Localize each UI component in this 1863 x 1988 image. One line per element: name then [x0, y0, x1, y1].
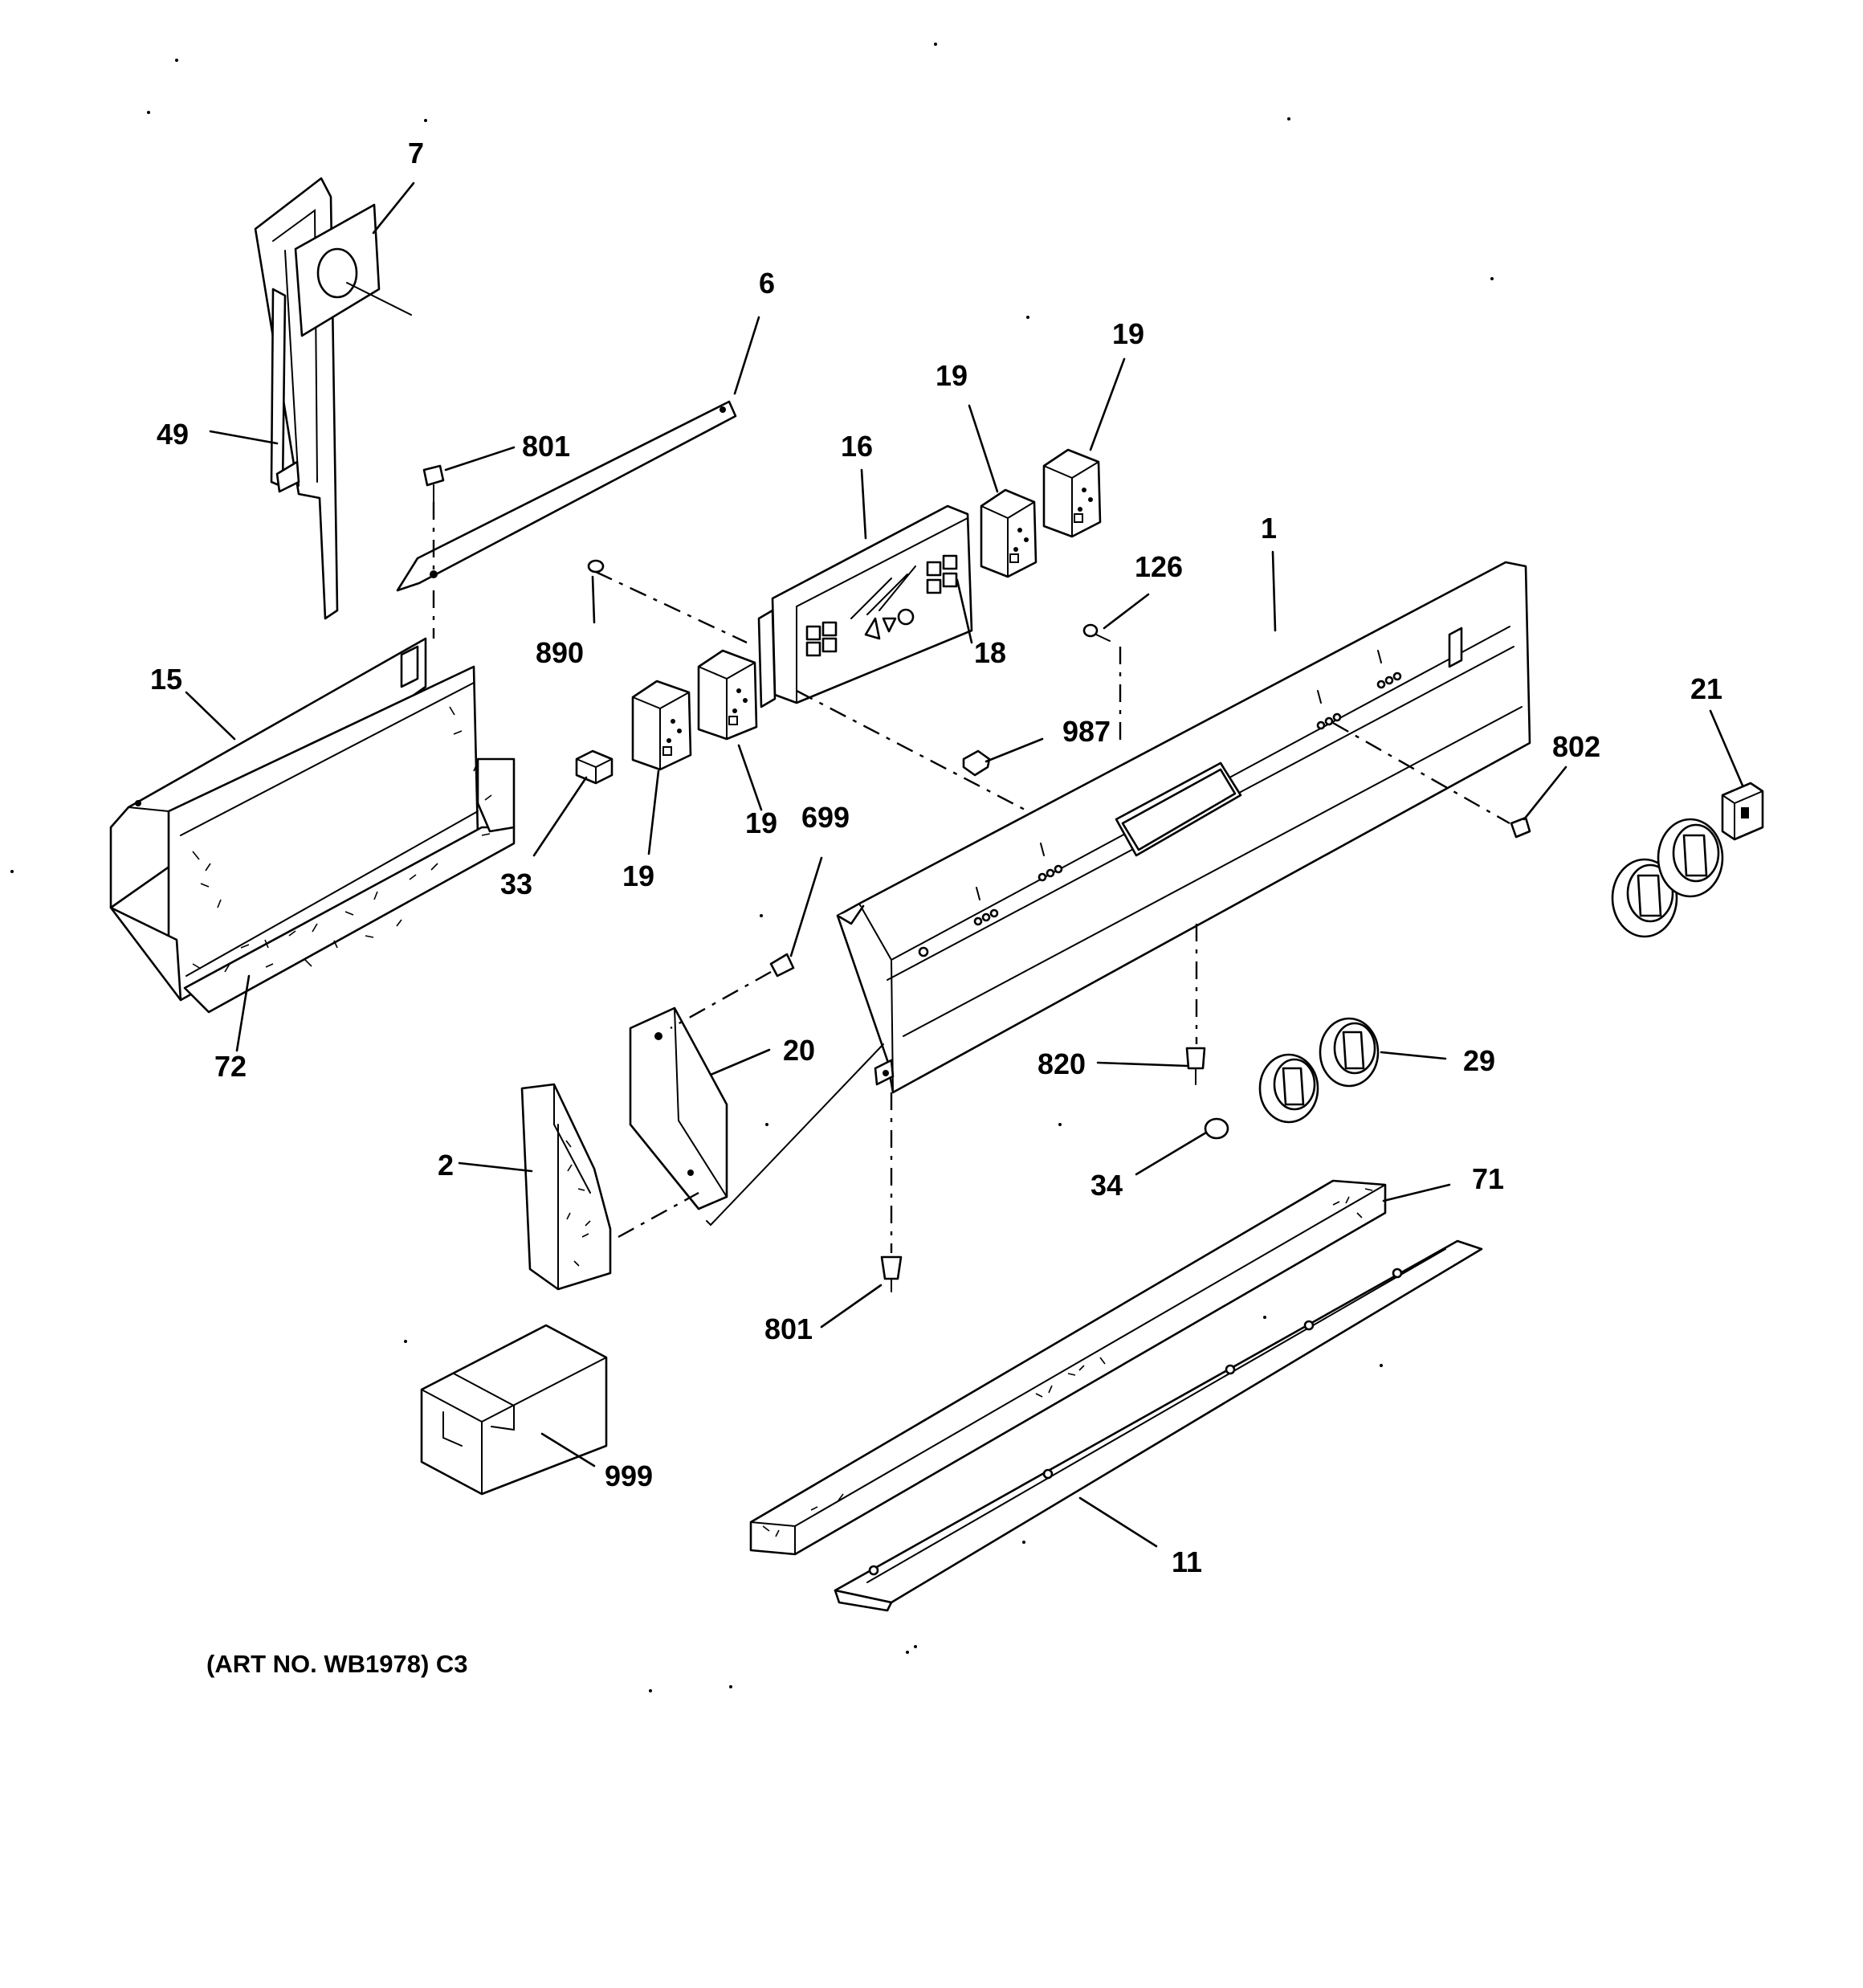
bracket-20 — [629, 1006, 728, 1210]
clip-987 — [962, 749, 991, 777]
callout-15: 15 — [150, 663, 182, 696]
callout-34: 34 — [1090, 1169, 1123, 1202]
angled-bar-part — [396, 400, 737, 592]
screw-126 — [1082, 623, 1111, 642]
callout-16: 16 — [841, 430, 873, 463]
insulation-speckle-72 — [192, 706, 492, 973]
carton-999 — [420, 1324, 608, 1496]
screw-801-top — [422, 464, 445, 503]
callout-20: 20 — [783, 1034, 815, 1067]
screw-801-bottom — [880, 1255, 903, 1292]
callout-49: 49 — [157, 418, 189, 451]
callout-987: 987 — [1062, 715, 1111, 748]
switch-19-b — [1042, 448, 1102, 538]
callout-126: 126 — [1135, 550, 1183, 583]
insulation-strip-71 — [749, 1179, 1387, 1556]
callout-19-b: 19 — [1112, 317, 1144, 350]
screw-890 — [587, 559, 605, 574]
assembly-lines — [432, 502, 1510, 1253]
callout-999: 999 — [605, 1459, 653, 1492]
leader-lines — [185, 182, 1744, 1548]
callout-1: 1 — [1261, 512, 1277, 545]
callout-11: 11 — [1172, 1545, 1202, 1578]
small-switch-33 — [575, 749, 614, 785]
art-number-caption: (ART NO. WB1978) C3 — [206, 1650, 468, 1678]
callout-19-a: 19 — [936, 359, 968, 392]
callout-21: 21 — [1690, 672, 1722, 705]
control-panel-backsplash — [836, 561, 1531, 1094]
knob-29-a — [1258, 1053, 1319, 1124]
switch-19-d — [631, 680, 692, 771]
insulation-speckle-2 — [565, 1140, 591, 1267]
rocker-switch-21 — [1721, 782, 1764, 841]
knob-upper-right-a — [1611, 858, 1678, 938]
callout-820: 820 — [1037, 1047, 1086, 1080]
callout-labels: 7 6 49 801 16 19 19 126 1 890 18 15 987 … — [150, 137, 1722, 1578]
callout-71: 71 — [1472, 1162, 1504, 1195]
stray-dots — [10, 43, 1494, 1692]
callout-18: 18 — [974, 636, 1006, 669]
callout-29: 29 — [1463, 1044, 1495, 1077]
callout-2: 2 — [438, 1149, 454, 1182]
screw-802 — [1510, 816, 1531, 839]
callout-802: 802 — [1552, 730, 1600, 763]
callout-801-bottom: 801 — [764, 1312, 813, 1345]
callout-6: 6 — [759, 267, 775, 300]
switch-19-a — [980, 488, 1037, 578]
callout-72: 72 — [214, 1050, 247, 1083]
grommet-34 — [1204, 1117, 1229, 1140]
callout-890: 890 — [536, 636, 584, 669]
trim-strip-11 — [834, 1239, 1483, 1612]
end-cap-2 — [520, 1083, 612, 1291]
knob-upper-right-b — [1657, 818, 1724, 898]
knob-29-b — [1319, 1017, 1380, 1088]
screw-699 — [769, 953, 795, 978]
insulation-speckle-71 — [762, 1188, 1373, 1537]
callout-699: 699 — [801, 801, 850, 834]
switch-19-c — [697, 649, 758, 741]
callout-19-d: 19 — [622, 859, 654, 892]
callout-7: 7 — [408, 137, 424, 169]
electronic-control-part — [757, 504, 973, 708]
round-plate-part — [294, 203, 412, 337]
callout-33: 33 — [500, 867, 532, 900]
callout-19-c: 19 — [745, 806, 777, 839]
screw-820 — [1185, 1047, 1206, 1085]
callout-801-top: 801 — [522, 430, 570, 463]
